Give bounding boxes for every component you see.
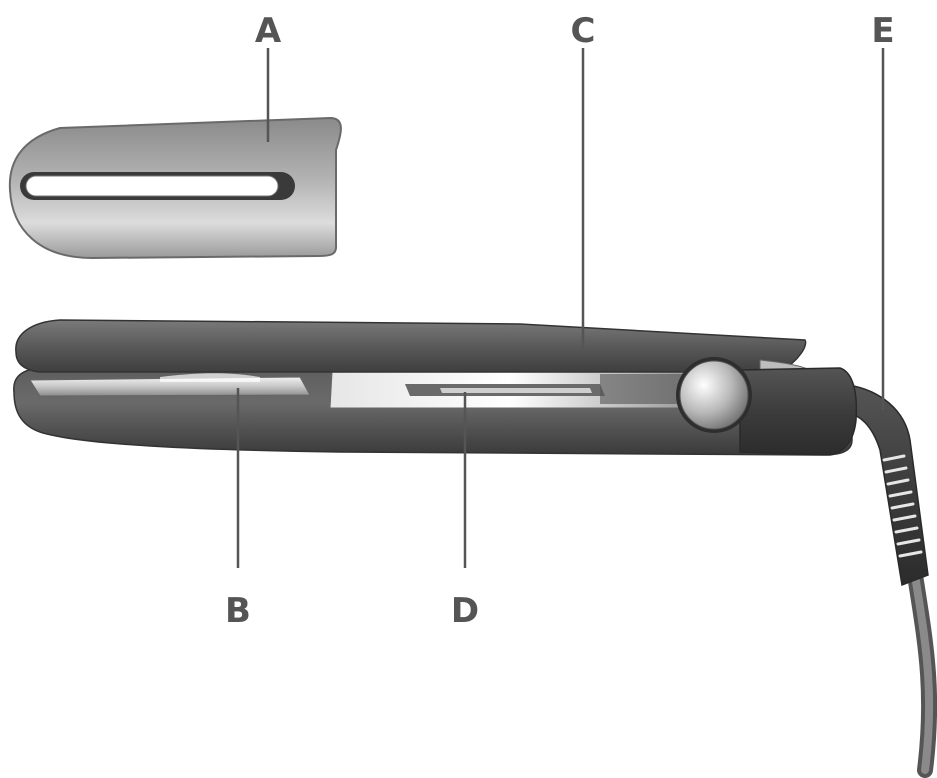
callout-label-b: B: [225, 591, 251, 631]
swivel-cord-connector: [845, 384, 929, 587]
callout-label-e: E: [871, 11, 894, 51]
heating-plate-left: [29, 373, 311, 397]
power-cord: [907, 567, 937, 778]
handle: [739, 367, 858, 456]
callout-label-a: A: [255, 11, 282, 51]
callout-label-d: D: [451, 591, 479, 631]
callout-label-c: C: [571, 11, 596, 51]
power-button: [676, 357, 752, 433]
heat-protective-cover: [8, 116, 342, 260]
heating-plate-right: [329, 371, 691, 409]
